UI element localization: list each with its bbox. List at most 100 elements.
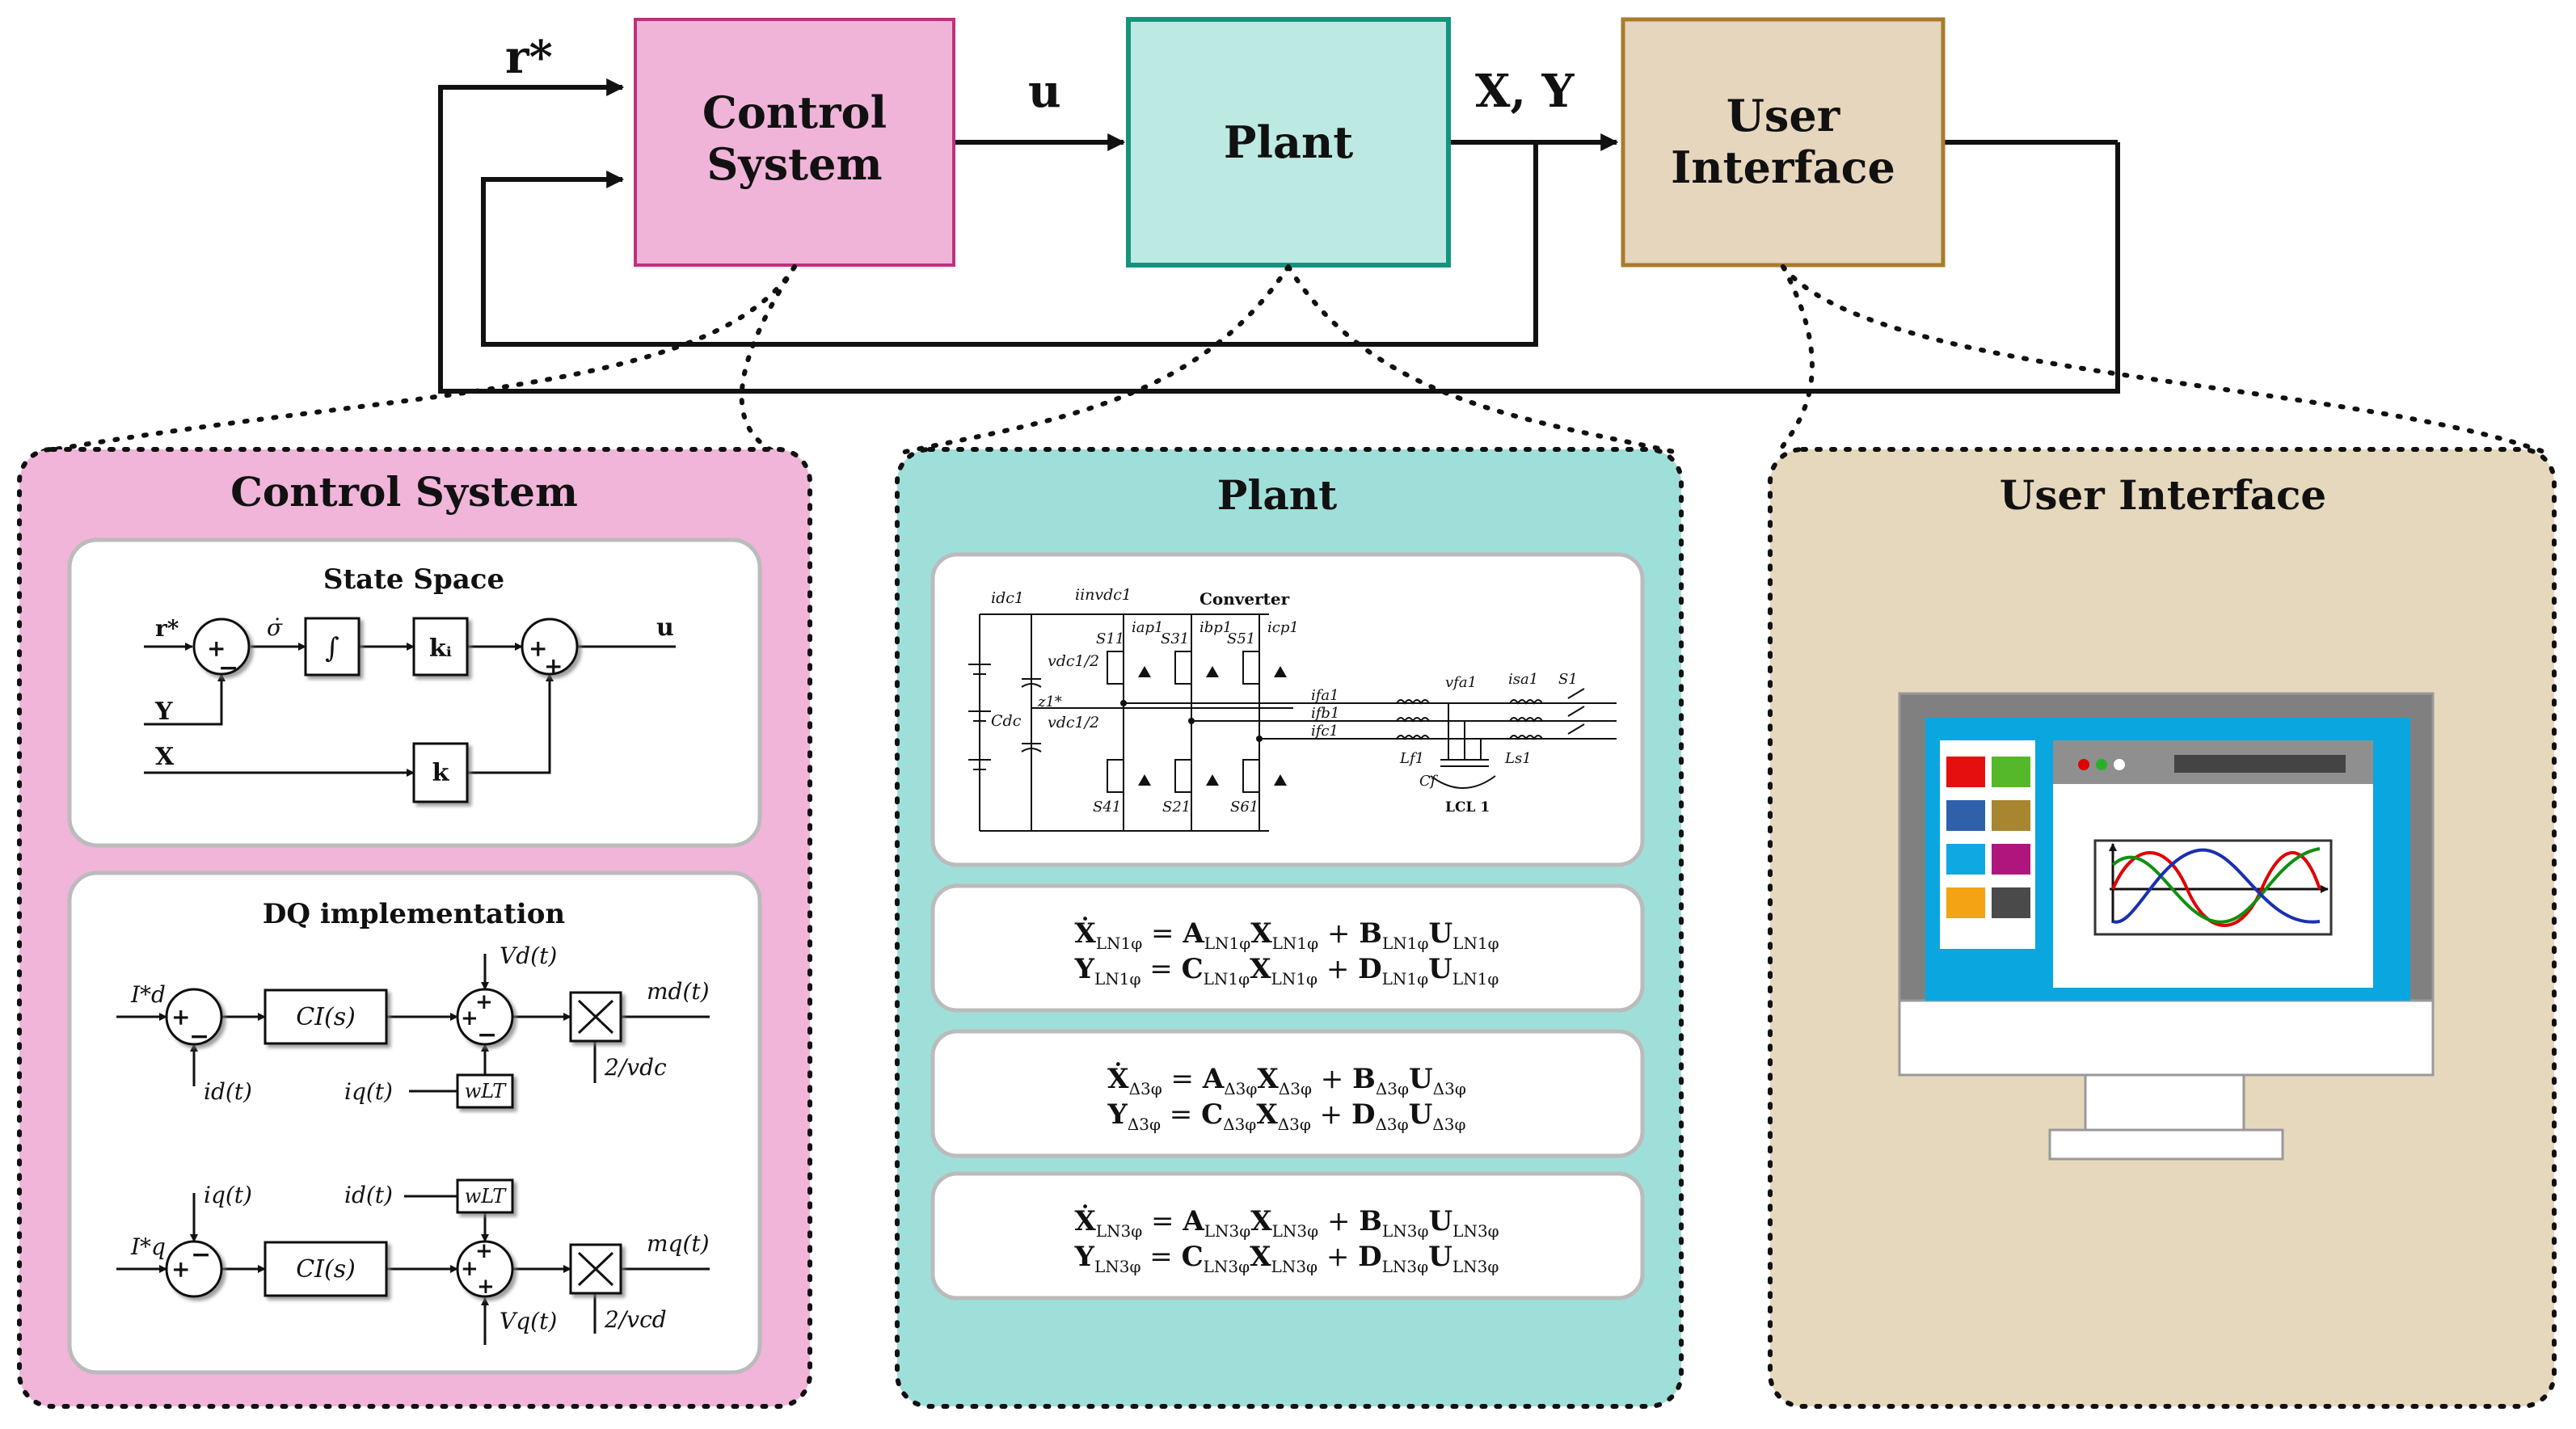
converter-circuit-card: Converter idc1 iinvdc1 vdc1/2 vdc1/2 Cdc…: [930, 552, 1645, 867]
svg-text:wLT: wLT: [465, 1185, 508, 1208]
svg-text:z1*: z1*: [1037, 693, 1062, 710]
svg-text:wLT: wLT: [465, 1080, 508, 1102]
feedback-wires: [438, 78, 2120, 394]
svg-text:CI(s): CI(s): [296, 1255, 356, 1284]
svg-text:X: X: [155, 743, 175, 771]
state-space-title: State Space: [323, 563, 504, 596]
svg-text:+: +: [475, 1239, 493, 1263]
svg-text:−: −: [218, 654, 238, 682]
svg-text:Ls1: Ls1: [1504, 750, 1532, 767]
svg-text:+: +: [171, 1004, 190, 1031]
svg-text:S61: S61: [1230, 799, 1258, 816]
svg-text:vfa1: vfa1: [1445, 674, 1477, 691]
svg-text:+: +: [171, 1256, 190, 1283]
ui-panel-title: User Interface: [2000, 471, 2326, 519]
svg-text:Converter: Converter: [1199, 589, 1290, 609]
svg-text:ẊLN1φ = ALN1φXLN1φ + BLN1φULN1: ẊLN1φ = ALN1φXLN1φ + BLN1φULN1φ: [1074, 917, 1499, 953]
user-interface-panel: User Interface: [1768, 447, 2557, 1409]
svg-text:ibp1: ibp1: [1199, 619, 1232, 636]
user-interface-block-label-1: User: [1726, 90, 1840, 141]
reference-label: r*: [505, 31, 553, 84]
svg-text:r*: r*: [155, 615, 179, 642]
svg-text:2/vcd: 2/vcd: [604, 1306, 667, 1333]
svg-text:2/vdc: 2/vdc: [604, 1054, 667, 1081]
svg-text:I*q: I*q: [130, 1233, 166, 1260]
svg-text:vdc1/2: vdc1/2: [1048, 714, 1099, 731]
svg-text:σ̇: σ̇: [267, 614, 283, 641]
svg-text:Lf1: Lf1: [1399, 750, 1424, 767]
svg-text:Cf: Cf: [1419, 773, 1439, 790]
dq-q-axis: + − CI(s) + + + wLT I*q iq(t) Vq(t) id(t…: [116, 1178, 710, 1345]
svg-text:I*d: I*d: [130, 981, 166, 1008]
user-interface-block: [1621, 17, 1946, 268]
svg-text:LCL 1: LCL 1: [1445, 799, 1490, 816]
control-system-block: [634, 18, 955, 267]
zoom-connectors: [34, 264, 2549, 455]
svg-text:+: +: [544, 653, 563, 680]
svg-text:−: −: [191, 1241, 211, 1269]
svg-text:icp1: icp1: [1267, 619, 1299, 636]
svg-text:isa1: isa1: [1508, 671, 1538, 688]
svg-text:u: u: [656, 613, 674, 642]
u-label: u: [1028, 65, 1061, 118]
svg-text:k: k: [432, 759, 450, 787]
svg-text:−: −: [189, 1022, 209, 1051]
monitor-icon: [1898, 692, 2435, 1161]
control-panel-title: Control System: [230, 468, 578, 516]
svg-text:YΔ3φ = CΔ3φXΔ3φ + DΔ3φUΔ3φ: YΔ3φ = CΔ3φXΔ3φ + DΔ3φUΔ3φ: [1107, 1098, 1466, 1134]
svg-text:ifb1: ifb1: [1311, 705, 1339, 722]
svg-text:Vq(t): Vq(t): [500, 1308, 557, 1334]
svg-text:S31: S31: [1161, 630, 1189, 647]
ss-integrator: [304, 617, 360, 677]
svg-text:+: +: [461, 1257, 479, 1281]
svg-text:Y: Y: [154, 698, 173, 726]
svg-text:id(t): id(t): [344, 1182, 393, 1208]
svg-text:vdc1/2: vdc1/2: [1048, 652, 1099, 670]
svg-text:+: +: [475, 990, 493, 1014]
svg-text:−: −: [477, 1021, 497, 1049]
svg-text:id(t): id(t): [204, 1078, 252, 1105]
user-interface-block-label-2: Interface: [1671, 141, 1895, 193]
svg-text:+: +: [207, 635, 226, 662]
svg-text:S1: S1: [1558, 671, 1578, 688]
dq-title: DQ implementation: [263, 898, 565, 930]
svg-text:ẊLN3φ = ALN3φXLN3φ + BLN3φULN3: ẊLN3φ = ALN3φXLN3φ + BLN3φULN3φ: [1074, 1204, 1499, 1241]
svg-text:∫: ∫: [325, 632, 339, 664]
svg-text:S11: S11: [1096, 630, 1124, 647]
svg-text:iinvdc1: iinvdc1: [1075, 586, 1132, 604]
svg-text:S51: S51: [1227, 630, 1255, 647]
dq-d-axis: + − CI(s) + + − wLT I*d id(t) Vd(t) iq(t…: [116, 942, 710, 1109]
svg-text:S21: S21: [1162, 799, 1191, 816]
equation-card-ln3: ẊLN3φ = ALN3φXLN3φ + BLN3φULN3φ YLN3φ = …: [930, 1171, 1645, 1300]
svg-text:md(t): md(t): [647, 978, 710, 1005]
svg-text:+: +: [461, 1006, 479, 1031]
svg-text:iap1: iap1: [1132, 619, 1163, 636]
plant-panel-title: Plant: [1217, 471, 1337, 519]
control-system-panel: Control System State Space + − ∫ kᵢ: [17, 447, 812, 1409]
dq-implementation-card: DQ implementation + −: [67, 870, 762, 1375]
top-block-diagram: Control System Plant User Interface r* u…: [34, 17, 2549, 455]
ss-sum-2: [521, 618, 579, 676]
xy-label: X, Y: [1475, 65, 1575, 118]
ss-ki-block: [412, 617, 469, 677]
svg-text:YLN1φ = CLN1φXLN1φ + DLN1φULN1: YLN1φ = CLN1φXLN1φ + DLN1φULN1φ: [1074, 953, 1499, 988]
svg-text:idc1: idc1: [991, 589, 1024, 607]
plant-panel: Plant: [895, 447, 1684, 1409]
svg-text:ifc1: ifc1: [1311, 723, 1339, 740]
ss-sum-1: [192, 618, 251, 676]
svg-text:ẊΔ3φ = AΔ3φXΔ3φ + BΔ3φUΔ3φ: ẊΔ3φ = AΔ3φXΔ3φ + BΔ3φUΔ3φ: [1107, 1062, 1466, 1098]
outer-feedback-loop: [438, 78, 2120, 394]
swatch-grid: [1946, 757, 2030, 918]
svg-text:+: +: [477, 1275, 495, 1299]
svg-text:YLN3φ = CLN3φXLN3φ + DLN3φULN3: YLN3φ = CLN3φXLN3φ + DLN3φULN3φ: [1074, 1241, 1499, 1276]
ss-k-block: [412, 742, 469, 803]
equation-card-delta3: ẊΔ3φ = AΔ3φXΔ3φ + BΔ3φUΔ3φ YΔ3φ = CΔ3φXΔ…: [930, 1029, 1645, 1158]
control-system-block-label-2: System: [706, 138, 882, 190]
svg-text:Cdc: Cdc: [991, 712, 1022, 730]
svg-text:mq(t): mq(t): [647, 1230, 710, 1257]
equation-card-ln1: ẊLN1φ = ALN1φXLN1φ + BLN1φULN1φ YLN1φ = …: [930, 883, 1645, 1013]
state-space-card: State Space + − ∫ kᵢ k + + r*: [67, 537, 762, 848]
svg-text:ifa1: ifa1: [1311, 687, 1339, 704]
svg-text:iq(t): iq(t): [204, 1182, 252, 1208]
